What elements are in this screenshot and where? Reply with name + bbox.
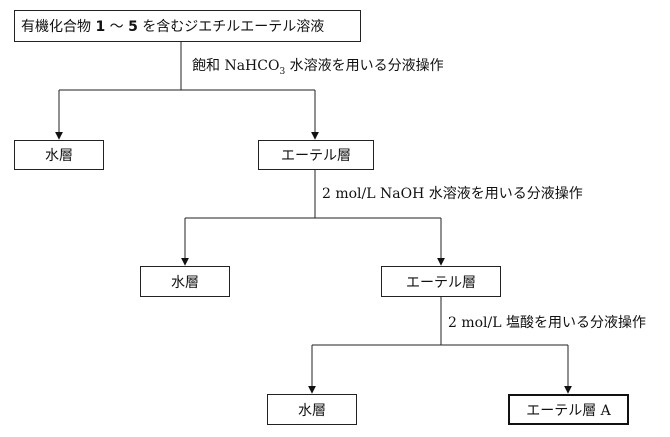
ether-layer-box-1: エーテル層 <box>258 140 374 170</box>
water-layer-box-1: 水層 <box>14 140 104 170</box>
compound-number-1: 1 <box>95 19 106 35</box>
separation-operation-3: 2 mol/L 塩酸を用いる分液操作 <box>448 315 647 331</box>
ether-layer-a-box: エーテル層 A <box>508 394 629 425</box>
water-layer-box-2: 水層 <box>140 266 230 297</box>
start-solution-label: 有機化合物 1 ～ 5 を含むジエチルエーテル溶液 <box>21 19 325 35</box>
separation-operation-2: 2 mol/L NaOH 水溶液を用いる分液操作 <box>322 186 583 202</box>
separation-operation-1: 飽和 NaHCO3 水溶液を用いる分液操作 <box>192 58 444 77</box>
ether-layer-box-2: エーテル層 <box>381 266 501 297</box>
start-solution-box: 有機化合物 1 ～ 5 を含むジエチルエーテル溶液 <box>14 10 361 42</box>
water-layer-box-3: 水層 <box>267 394 357 425</box>
compound-number-5: 5 <box>128 19 138 35</box>
subscript-3: 3 <box>279 66 286 77</box>
